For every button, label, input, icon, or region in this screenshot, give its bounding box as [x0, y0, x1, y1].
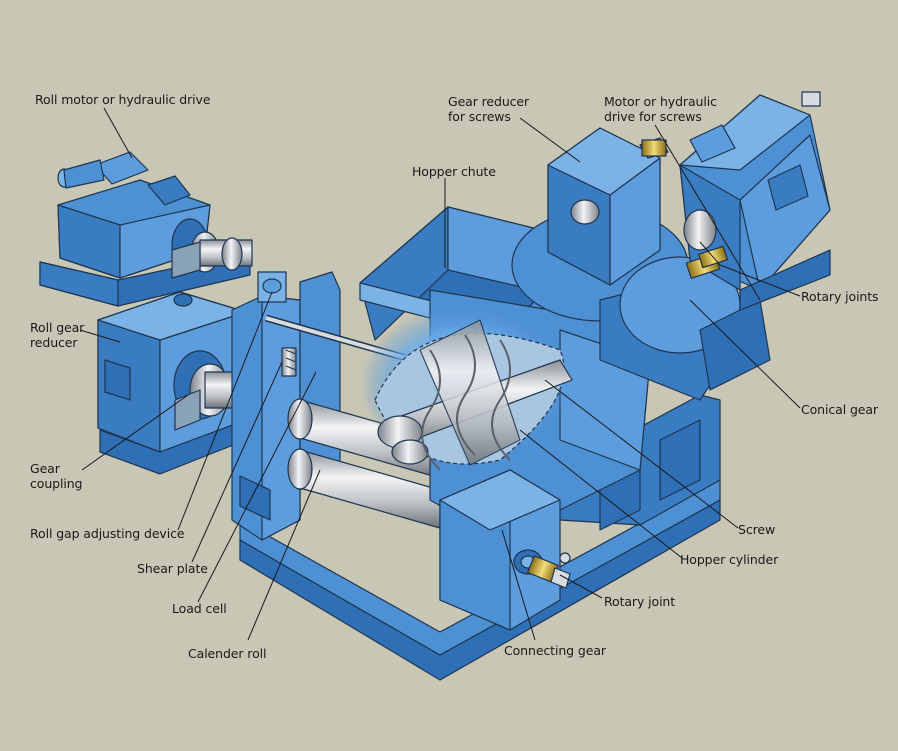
- connecting-gear-box: [439, 469, 561, 631]
- leader-calender-roll: [247, 469, 321, 641]
- gear-reducer-screws: [547, 127, 669, 286]
- label-roll-gear-reducer: Roll gear reducer: [30, 320, 85, 350]
- leader-connecting-gear: [501, 529, 536, 641]
- label-rotary-joints: Rotary joints: [801, 289, 879, 304]
- label-hopper-cylinder: Hopper cylinder: [680, 552, 779, 567]
- leader-gear-coupling: [81, 394, 189, 471]
- label-screw: Screw: [738, 522, 776, 537]
- roll-motor: [39, 151, 253, 307]
- leader-rotary-joint: [559, 574, 603, 599]
- leader-roll-gear-reducer: [79, 329, 121, 343]
- leader-load-cell: [197, 371, 317, 603]
- label-roll-gap: Roll gap adjusting device: [30, 526, 185, 541]
- leader-lines: [79, 107, 801, 641]
- leader-conical-gear: [689, 299, 801, 409]
- label-conical-gear: Conical gear: [801, 402, 878, 417]
- label-hopper-chute: Hopper chute: [412, 164, 496, 179]
- leader-motor-screws: [654, 124, 761, 301]
- leader-roll-motor: [103, 107, 133, 159]
- screw-cutaway: [360, 305, 573, 471]
- leader-gear-reducer-screws: [519, 117, 581, 163]
- label-gear-coupling: Gear coupling: [30, 461, 83, 491]
- leader-shear-plate: [191, 361, 283, 563]
- label-gear-reducer-screws: Gear reducer for screws: [448, 94, 530, 124]
- label-connecting-gear: Connecting gear: [504, 643, 606, 658]
- leader-hopper-cylinder: [519, 429, 683, 559]
- calender-stand: [231, 271, 341, 541]
- leader-screw: [544, 379, 739, 529]
- label-shear-plate: Shear plate: [137, 561, 208, 576]
- leader-roll-gap: [177, 291, 273, 531]
- label-calender-roll: Calender roll: [188, 646, 267, 661]
- label-motor-screws: Motor or hydraulic drive for screws: [604, 94, 717, 124]
- motor-screws: [679, 91, 831, 311]
- leader-rotary-joints: [699, 241, 801, 297]
- roll-gear-reducer: [97, 291, 254, 475]
- label-load-cell: Load cell: [172, 601, 227, 616]
- label-roll-motor: Roll motor or hydraulic drive: [35, 92, 211, 107]
- label-rotary-joint: Rotary joint: [604, 594, 676, 609]
